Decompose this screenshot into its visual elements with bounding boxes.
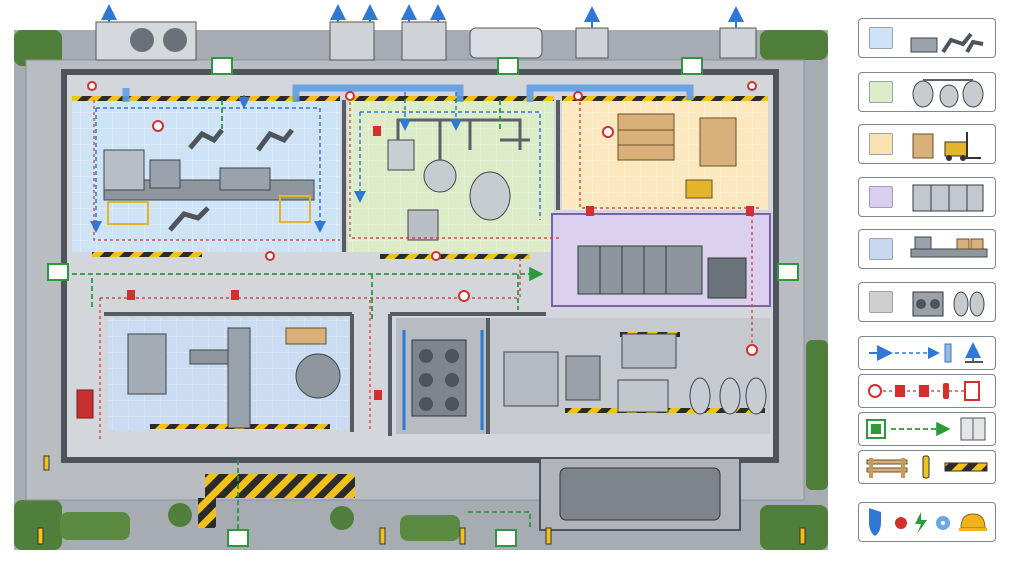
fire-devices — [76, 81, 758, 419]
hedge — [760, 505, 828, 550]
exit-signs — [47, 57, 799, 547]
legend-zone-storage — [858, 124, 996, 164]
hedge — [14, 500, 62, 550]
switchgear-icon — [912, 184, 984, 212]
fire-alarm-icon — [868, 381, 980, 401]
legend-zone-utilities — [858, 282, 996, 322]
switchgear — [577, 245, 747, 299]
fire-alarm-circuit — [93, 96, 760, 440]
zone-swatch — [869, 238, 893, 260]
zone-swatch — [869, 81, 893, 103]
barrier-icon — [866, 455, 988, 479]
duct-arrow-icon — [869, 342, 983, 363]
shrub — [330, 506, 354, 530]
hedge — [760, 30, 828, 60]
exhaust-arrows — [101, 4, 744, 28]
interior-walls — [104, 100, 560, 436]
zone-swatch — [869, 133, 893, 155]
legend-safety-symbols — [858, 502, 996, 542]
legend-emergency-egress — [858, 412, 996, 446]
legend-zone-automation — [858, 18, 996, 58]
shrub — [168, 503, 192, 527]
hvac-supply — [90, 92, 541, 233]
legend-fire-safety — [858, 374, 996, 408]
shield-icon — [869, 508, 881, 536]
forklift — [685, 179, 713, 199]
shrub — [760, 515, 780, 535]
generator — [559, 467, 721, 521]
robotic-arm-icon — [910, 32, 984, 54]
fire-icon — [895, 517, 907, 529]
zone-swatch — [869, 27, 893, 49]
legend-hvac-ducts — [858, 336, 996, 370]
rooftop-units — [95, 21, 757, 61]
hedge — [14, 30, 62, 66]
fire-hose-cabinet — [76, 389, 94, 419]
process-tanks-icon — [912, 79, 984, 108]
lightning-icon — [915, 512, 927, 534]
forklift-icon — [912, 132, 981, 161]
hedge — [806, 340, 828, 490]
utility-equipment — [503, 333, 767, 415]
legend-zone-packaging — [858, 229, 996, 269]
automation-line — [103, 128, 315, 232]
hvac-ducts — [122, 84, 694, 102]
legend-barriers — [858, 450, 996, 484]
zone-swatch — [869, 291, 893, 313]
egress-routes — [72, 100, 544, 530]
legend-zone-electrical — [858, 177, 996, 217]
zone-swatch — [869, 186, 893, 208]
chiller-bank — [402, 330, 484, 430]
hard-hat-icon — [959, 513, 987, 531]
fan-icon — [936, 516, 950, 530]
legend-zone-processing — [858, 72, 996, 112]
chiller-icon — [912, 291, 985, 317]
exit-sign-icon — [866, 417, 986, 441]
bollards — [37, 455, 806, 545]
conveyor-icon — [910, 236, 988, 258]
packaging-line — [127, 327, 341, 429]
hedge — [400, 515, 460, 541]
hedge — [60, 512, 130, 540]
storage-racks — [617, 113, 737, 199]
